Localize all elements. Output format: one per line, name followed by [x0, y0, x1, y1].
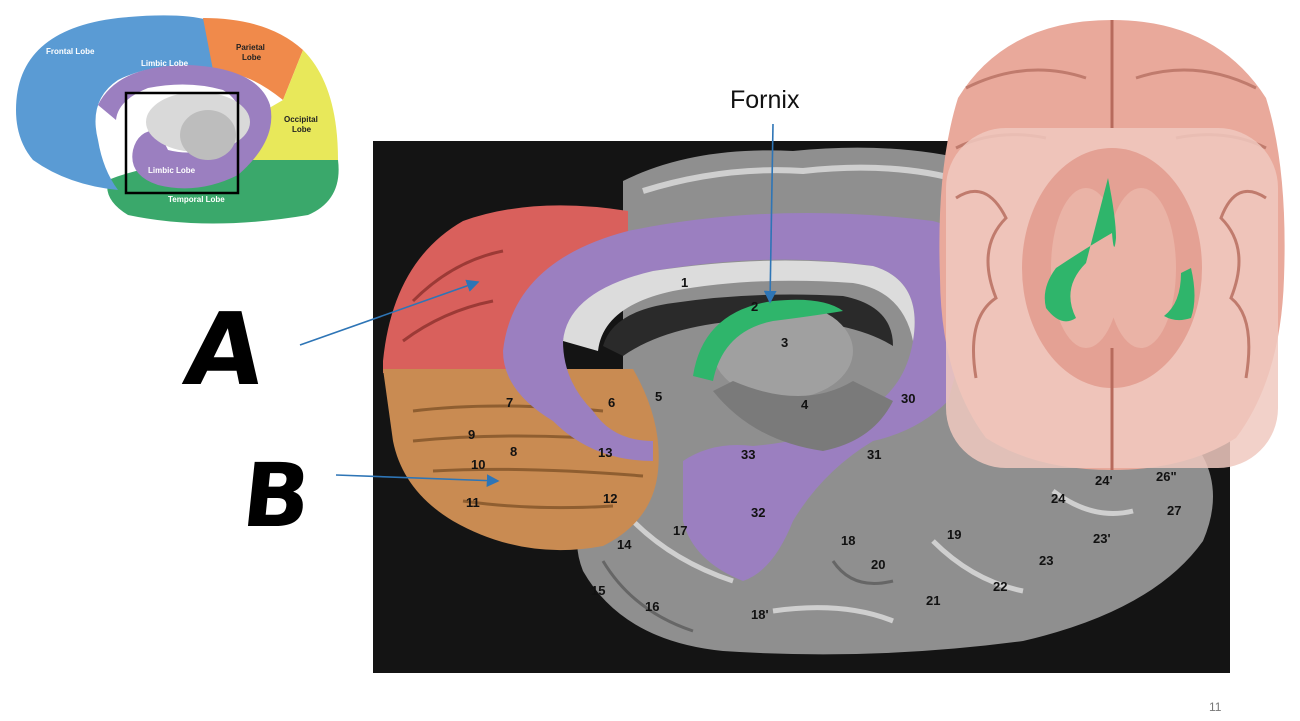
brain-section-photo: 1 2 3 4 5 6 7 8 9 10 11 12 13 14 15 16 1…: [373, 141, 1230, 673]
label-15: 15: [591, 583, 605, 598]
arrow-a: [299, 279, 480, 346]
label-6: 6: [608, 395, 615, 410]
fornix-region: [693, 299, 843, 381]
label-2: 2: [751, 299, 758, 314]
fornix-label: Fornix: [730, 86, 800, 114]
label-27: 27: [1167, 503, 1181, 518]
label-b: B: [237, 444, 316, 547]
page-number: 11: [1209, 700, 1222, 714]
parietal-lobe-label-1: Parietal: [236, 43, 265, 52]
limbic-lobe-bottom-label: Limbic Lobe: [148, 166, 196, 175]
atlas-fornix: [1044, 178, 1116, 322]
limbic-cingulate: [503, 213, 978, 581]
label-23-prime: 23': [1093, 531, 1111, 546]
corpus-callosum: [563, 260, 915, 351]
label-24-prime: 24': [1095, 473, 1113, 488]
label-31: 31: [867, 447, 881, 462]
label-20: 20: [871, 557, 885, 572]
label-18: 18: [841, 533, 855, 548]
label-18-prime: 18': [751, 607, 769, 622]
label-17: 17: [673, 523, 687, 538]
label-3: 3: [781, 335, 788, 350]
label-19: 19: [947, 527, 961, 542]
label-22: 22: [993, 579, 1007, 594]
label-8: 8: [510, 444, 517, 459]
occipital-lobe-label-1: Occipital: [284, 115, 318, 124]
label-33: 33: [741, 447, 755, 462]
frontal-lobe-region: [16, 15, 213, 190]
label-13: 13: [598, 445, 612, 460]
occipital-lobe-label-2: Lobe: [292, 125, 312, 134]
label-24: 24: [1051, 491, 1066, 506]
limbic-lobe-top-label: Limbic Lobe: [141, 59, 189, 68]
occipital-lobe-region: [248, 50, 338, 160]
parietal-lobe-label-2: Lobe: [242, 53, 262, 62]
label-14: 14: [617, 537, 632, 552]
label-12: 12: [603, 491, 617, 506]
label-30: 30: [901, 391, 915, 406]
arrow-b: [335, 474, 500, 487]
label-1: 1: [681, 275, 688, 290]
label-32: 32: [751, 505, 765, 520]
lobe-map-thumbnail: Frontal Lobe Limbic Lobe Parietal Lobe O…: [8, 10, 348, 230]
zoom-box: [124, 91, 240, 195]
label-9: 9: [468, 427, 475, 442]
label-10: 10: [471, 457, 485, 472]
label-5: 5: [655, 389, 662, 404]
parietal-lobe-region: [203, 18, 303, 100]
label-a: A: [177, 291, 272, 408]
label-23: 23: [1039, 553, 1053, 568]
label-21: 21: [926, 593, 940, 608]
region-a: [383, 205, 628, 373]
label-26-double-prime: 26": [1156, 469, 1177, 484]
label-4: 4: [801, 397, 809, 412]
axial-brain-illustration: [936, 18, 1288, 470]
label-7: 7: [506, 395, 513, 410]
temporal-lobe-label: Temporal Lobe: [168, 195, 225, 204]
arrow-fornix: [763, 123, 777, 304]
limbic-lobe-region: [98, 65, 272, 189]
label-11: 11: [466, 495, 480, 510]
label-16: 16: [645, 599, 659, 614]
frontal-lobe-label: Frontal Lobe: [46, 47, 95, 56]
